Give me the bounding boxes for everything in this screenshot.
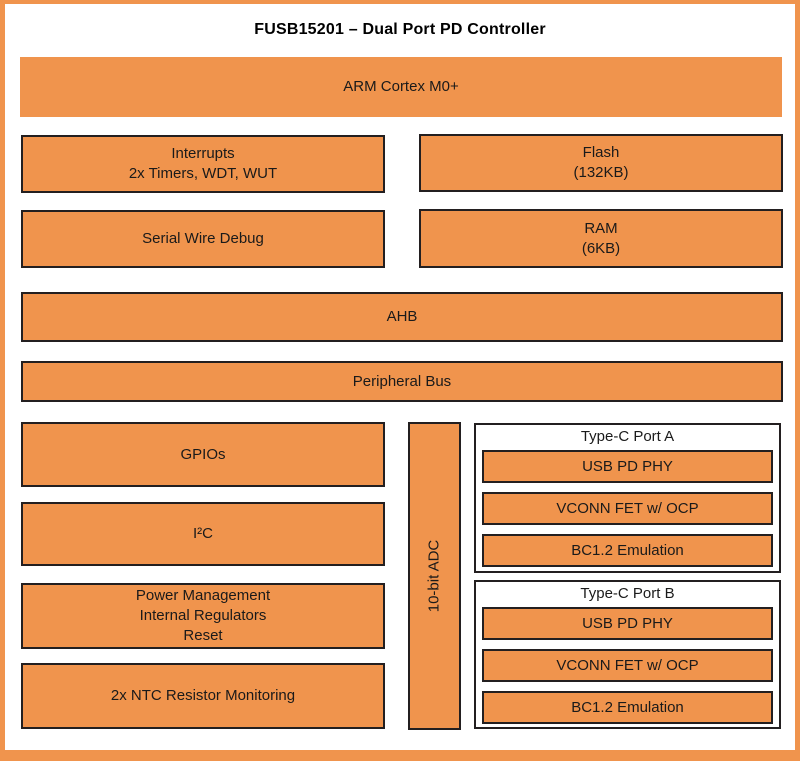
diagram-title: FUSB15201 – Dual Port PD Controller — [254, 21, 546, 38]
block-gpios: GPIOs — [21, 422, 385, 487]
block-ram: RAM (6KB) — [419, 209, 783, 268]
group-type-c-port-a: Type-C Port A USB PD PHY VCONN FET w/ OC… — [474, 423, 781, 573]
block-usb-pd-phy-a: USB PD PHY — [482, 450, 773, 483]
power-mgmt-line3: Reset — [183, 627, 223, 644]
block-serial-wire-debug: Serial Wire Debug — [21, 210, 385, 268]
block-arm-cortex-m0: ARM Cortex M0+ — [20, 57, 782, 117]
flash-line1: Flash — [582, 144, 620, 161]
block-ahb-bus: AHB — [21, 292, 783, 342]
block-ntc-monitoring: 2x NTC Resistor Monitoring — [21, 663, 385, 729]
block-power-management: Power Management Internal Regulators Res… — [21, 583, 385, 649]
flash-line2: (132KB) — [573, 164, 629, 181]
block-bc12-emulation-b: BC1.2 Emulation — [482, 691, 773, 724]
block-vconn-fet-ocp-b: VCONN FET w/ OCP — [482, 649, 773, 682]
ram-line2: (6KB) — [581, 239, 621, 257]
power-mgmt-line2: Internal Regulators — [139, 607, 267, 624]
adc-label: 10-bit ADC — [425, 539, 443, 613]
block-usb-pd-phy-b: USB PD PHY — [482, 607, 773, 640]
group-type-c-port-b: Type-C Port B USB PD PHY VCONN FET w/ OC… — [474, 580, 781, 729]
port-a-items: USB PD PHY VCONN FET w/ OCP BC1.2 Emulat… — [482, 450, 773, 567]
block-interrupts: Interrupts 2x Timers, WDT, WUT — [21, 135, 385, 193]
port-b-items: USB PD PHY VCONN FET w/ OCP BC1.2 Emulat… — [482, 607, 773, 724]
block-10bit-adc: 10-bit ADC — [408, 422, 461, 730]
port-a-title: Type-C Port A — [580, 428, 675, 445]
ram-line1: RAM — [584, 219, 618, 237]
port-b-title: Type-C Port B — [580, 585, 675, 602]
block-flash: Flash (132KB) — [419, 134, 783, 192]
block-vconn-fet-ocp-a: VCONN FET w/ OCP — [482, 492, 773, 525]
interrupts-line1: Interrupts — [171, 145, 235, 162]
interrupts-line2: 2x Timers, WDT, WUT — [128, 165, 278, 182]
power-mgmt-line1: Power Management — [135, 587, 271, 604]
block-bc12-emulation-a: BC1.2 Emulation — [482, 534, 773, 567]
block-peripheral-bus: Peripheral Bus — [21, 361, 783, 402]
block-i2c: I²C — [21, 502, 385, 566]
